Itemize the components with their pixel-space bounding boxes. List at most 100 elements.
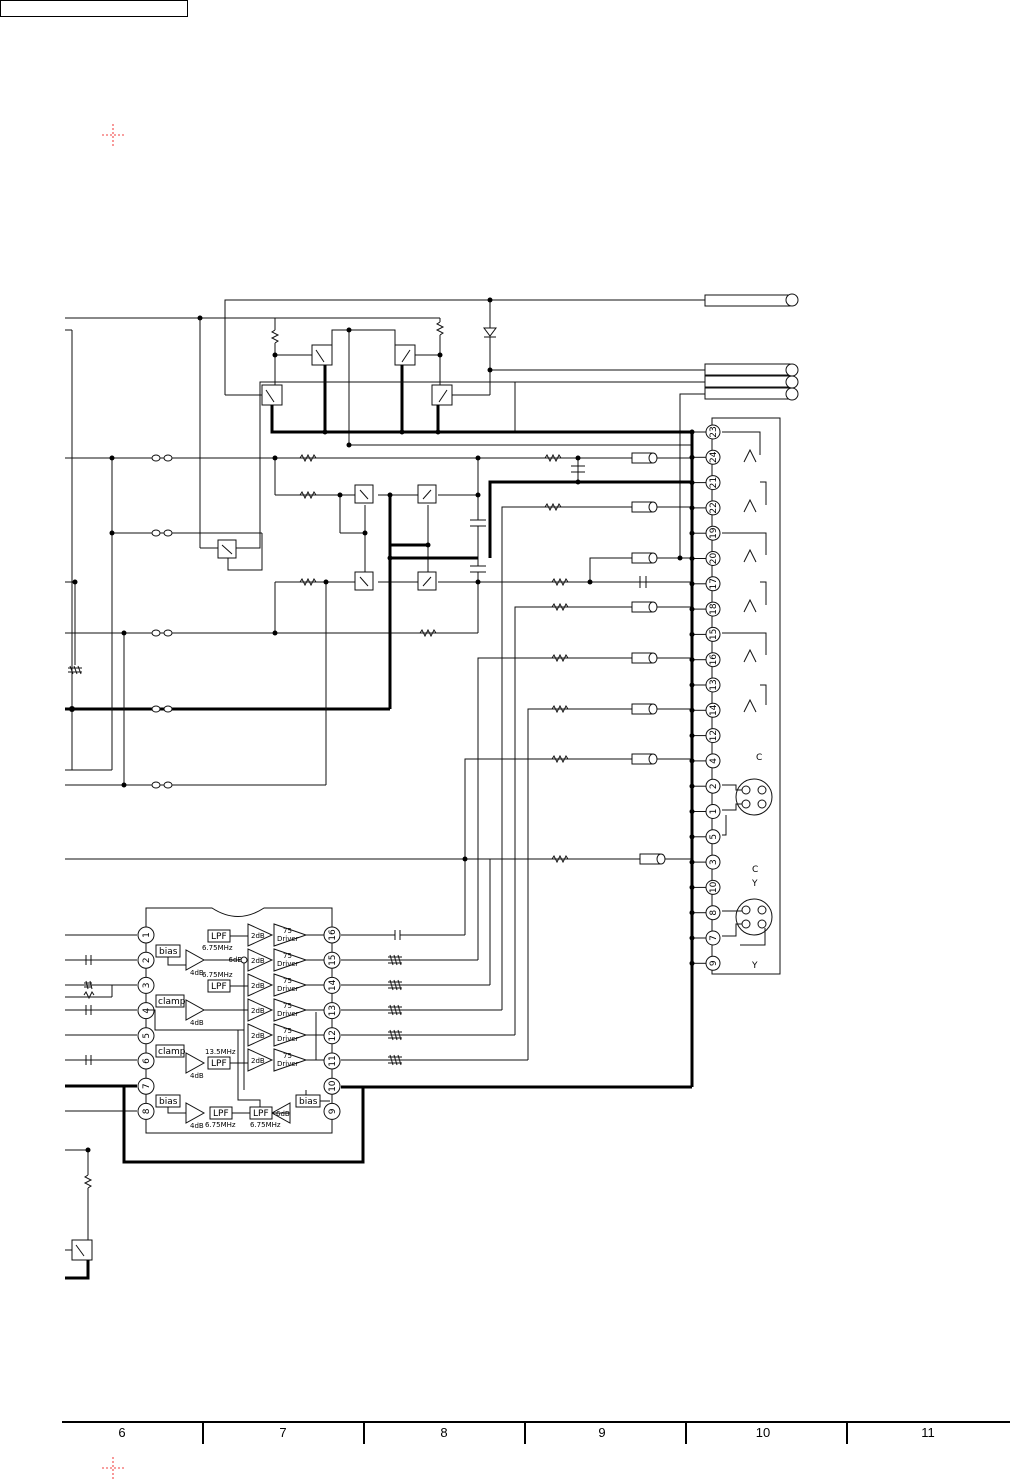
svideo-c2-label: C bbox=[752, 865, 758, 875]
connector-junction bbox=[689, 556, 695, 561]
zone-label-9: 9 bbox=[598, 1425, 605, 1440]
ic-pin-label: 7 bbox=[142, 1083, 152, 1089]
ic-pin-label: 8 bbox=[142, 1108, 152, 1114]
zone-label-10: 10 bbox=[756, 1425, 770, 1440]
line-driver-5 bbox=[273, 1023, 308, 1047]
signal-matrix-section bbox=[65, 318, 692, 1060]
amp-label-3: 4dB bbox=[190, 1072, 204, 1080]
ic-pin-right bbox=[323, 1052, 341, 1070]
connector-junction bbox=[689, 809, 695, 814]
connector-junction bbox=[689, 758, 695, 764]
zone-label-6: 6 bbox=[118, 1425, 125, 1440]
connector-pin bbox=[705, 854, 721, 870]
ic-pin-label: 10 bbox=[328, 1080, 338, 1092]
connector-junction bbox=[689, 480, 695, 486]
connector-pin-label: 24 bbox=[709, 451, 719, 463]
lpf-freq-5: 6.75MHz bbox=[250, 1121, 281, 1129]
output-electrolytic-caps bbox=[388, 954, 402, 1066]
ic-pin-label: 15 bbox=[328, 954, 338, 965]
driver-ohm-label: 75 bbox=[283, 952, 292, 960]
bias-label-3: bias bbox=[299, 1097, 318, 1107]
line-driver-6 bbox=[273, 1048, 308, 1072]
connector-junction bbox=[689, 657, 695, 663]
registration-mark-bottom bbox=[102, 1457, 124, 1479]
connector-junction bbox=[689, 581, 695, 587]
ic-pin-left bbox=[137, 1077, 155, 1095]
summing-node bbox=[240, 956, 248, 964]
zone-index-bar: 6 7 8 9 10 11 bbox=[62, 1421, 1010, 1444]
connector-junction bbox=[689, 631, 695, 637]
gain-amp-5 bbox=[247, 1023, 274, 1047]
connector-pin bbox=[705, 930, 721, 946]
driver-ohm-label: 75 bbox=[283, 1002, 292, 1010]
connector-junction bbox=[689, 454, 695, 460]
connector-pin bbox=[705, 525, 721, 541]
driver-ohm-label: 75 bbox=[283, 977, 292, 985]
connector-pin bbox=[705, 804, 721, 819]
lpf-freq-2: 6.75MHz bbox=[202, 971, 233, 979]
amp-4db-1 bbox=[185, 949, 206, 971]
connector-pin-label: 4 bbox=[709, 758, 719, 764]
connector-pin bbox=[705, 601, 721, 617]
connector-pin bbox=[705, 576, 721, 592]
driver-label: Driver bbox=[277, 1060, 299, 1068]
transistor-q2 bbox=[394, 344, 416, 366]
amp-label-1: 4dB bbox=[190, 969, 204, 977]
driver-label: Driver bbox=[277, 985, 299, 993]
registration-mark-top bbox=[102, 124, 124, 146]
lpf-label-4: LPF bbox=[213, 1109, 229, 1119]
lpf-label-2: LPF bbox=[211, 982, 227, 992]
gain-amp-label: 2dB bbox=[251, 982, 265, 990]
connector-junction bbox=[689, 910, 695, 916]
svideo-y-label: Y bbox=[751, 879, 758, 889]
connector-pin bbox=[705, 652, 721, 668]
ic-pin-label: 9 bbox=[328, 1108, 338, 1114]
driver-label: Driver bbox=[277, 1035, 299, 1043]
connector-pin-label: 9 bbox=[709, 960, 719, 966]
ferrite-bead bbox=[151, 454, 173, 789]
connector-pin-label: 13 bbox=[709, 679, 719, 690]
lpf-freq-1: 6.75MHz bbox=[202, 944, 233, 952]
ic-pin-label: 1 bbox=[142, 932, 152, 938]
connector-pin-label: 8 bbox=[709, 910, 719, 916]
ic-pin-left bbox=[137, 976, 155, 994]
zone-label-7: 7 bbox=[279, 1425, 286, 1440]
ic-pin-left bbox=[137, 1027, 155, 1045]
connector-junction bbox=[689, 733, 695, 739]
svideo-jack-y: C Y Y bbox=[722, 865, 773, 971]
connector-pin bbox=[705, 626, 721, 642]
driver-label: Driver bbox=[277, 960, 299, 968]
bias-label-1: bias bbox=[159, 947, 178, 957]
connector-pin bbox=[705, 500, 721, 516]
bias-label-2: bias bbox=[159, 1097, 178, 1107]
driver-label: Driver bbox=[277, 935, 299, 943]
ic-pin-left bbox=[137, 926, 155, 944]
gain-amp-label: 2dB bbox=[251, 1057, 265, 1065]
ic-pin-label: 3 bbox=[142, 983, 152, 989]
amp-4db-2 bbox=[185, 999, 206, 1021]
ic-pin-label: 11 bbox=[328, 1055, 338, 1066]
transistor-q3 bbox=[261, 384, 283, 406]
header-label-box bbox=[0, 0, 188, 17]
connector-pin bbox=[705, 829, 721, 845]
connector-pin-label: 2 bbox=[709, 783, 719, 789]
connector-pin bbox=[705, 879, 721, 895]
connector-pin-label: 22 bbox=[709, 502, 719, 513]
coax-marker bbox=[631, 452, 666, 865]
connector-pin-label: 15 bbox=[709, 629, 719, 640]
connector-pin bbox=[705, 905, 721, 921]
zone-label-8: 8 bbox=[440, 1425, 447, 1440]
lpf-freq-4: 6.75MHz bbox=[205, 1121, 236, 1129]
driver-ohm-label: 75 bbox=[283, 1052, 292, 1060]
gain-amp-label: 2dB bbox=[251, 957, 265, 965]
connector-pin-label: 19 bbox=[709, 527, 719, 539]
connector-pin-label: 16 bbox=[709, 654, 719, 666]
driver-label: Driver bbox=[277, 1010, 299, 1018]
gain-amp-1 bbox=[247, 923, 274, 947]
connector-junction bbox=[689, 884, 695, 890]
amp-label-4: 4dB bbox=[190, 1122, 204, 1130]
connector-pin-label: 14 bbox=[709, 704, 719, 716]
lpf-label-3: LPF bbox=[211, 1059, 227, 1069]
